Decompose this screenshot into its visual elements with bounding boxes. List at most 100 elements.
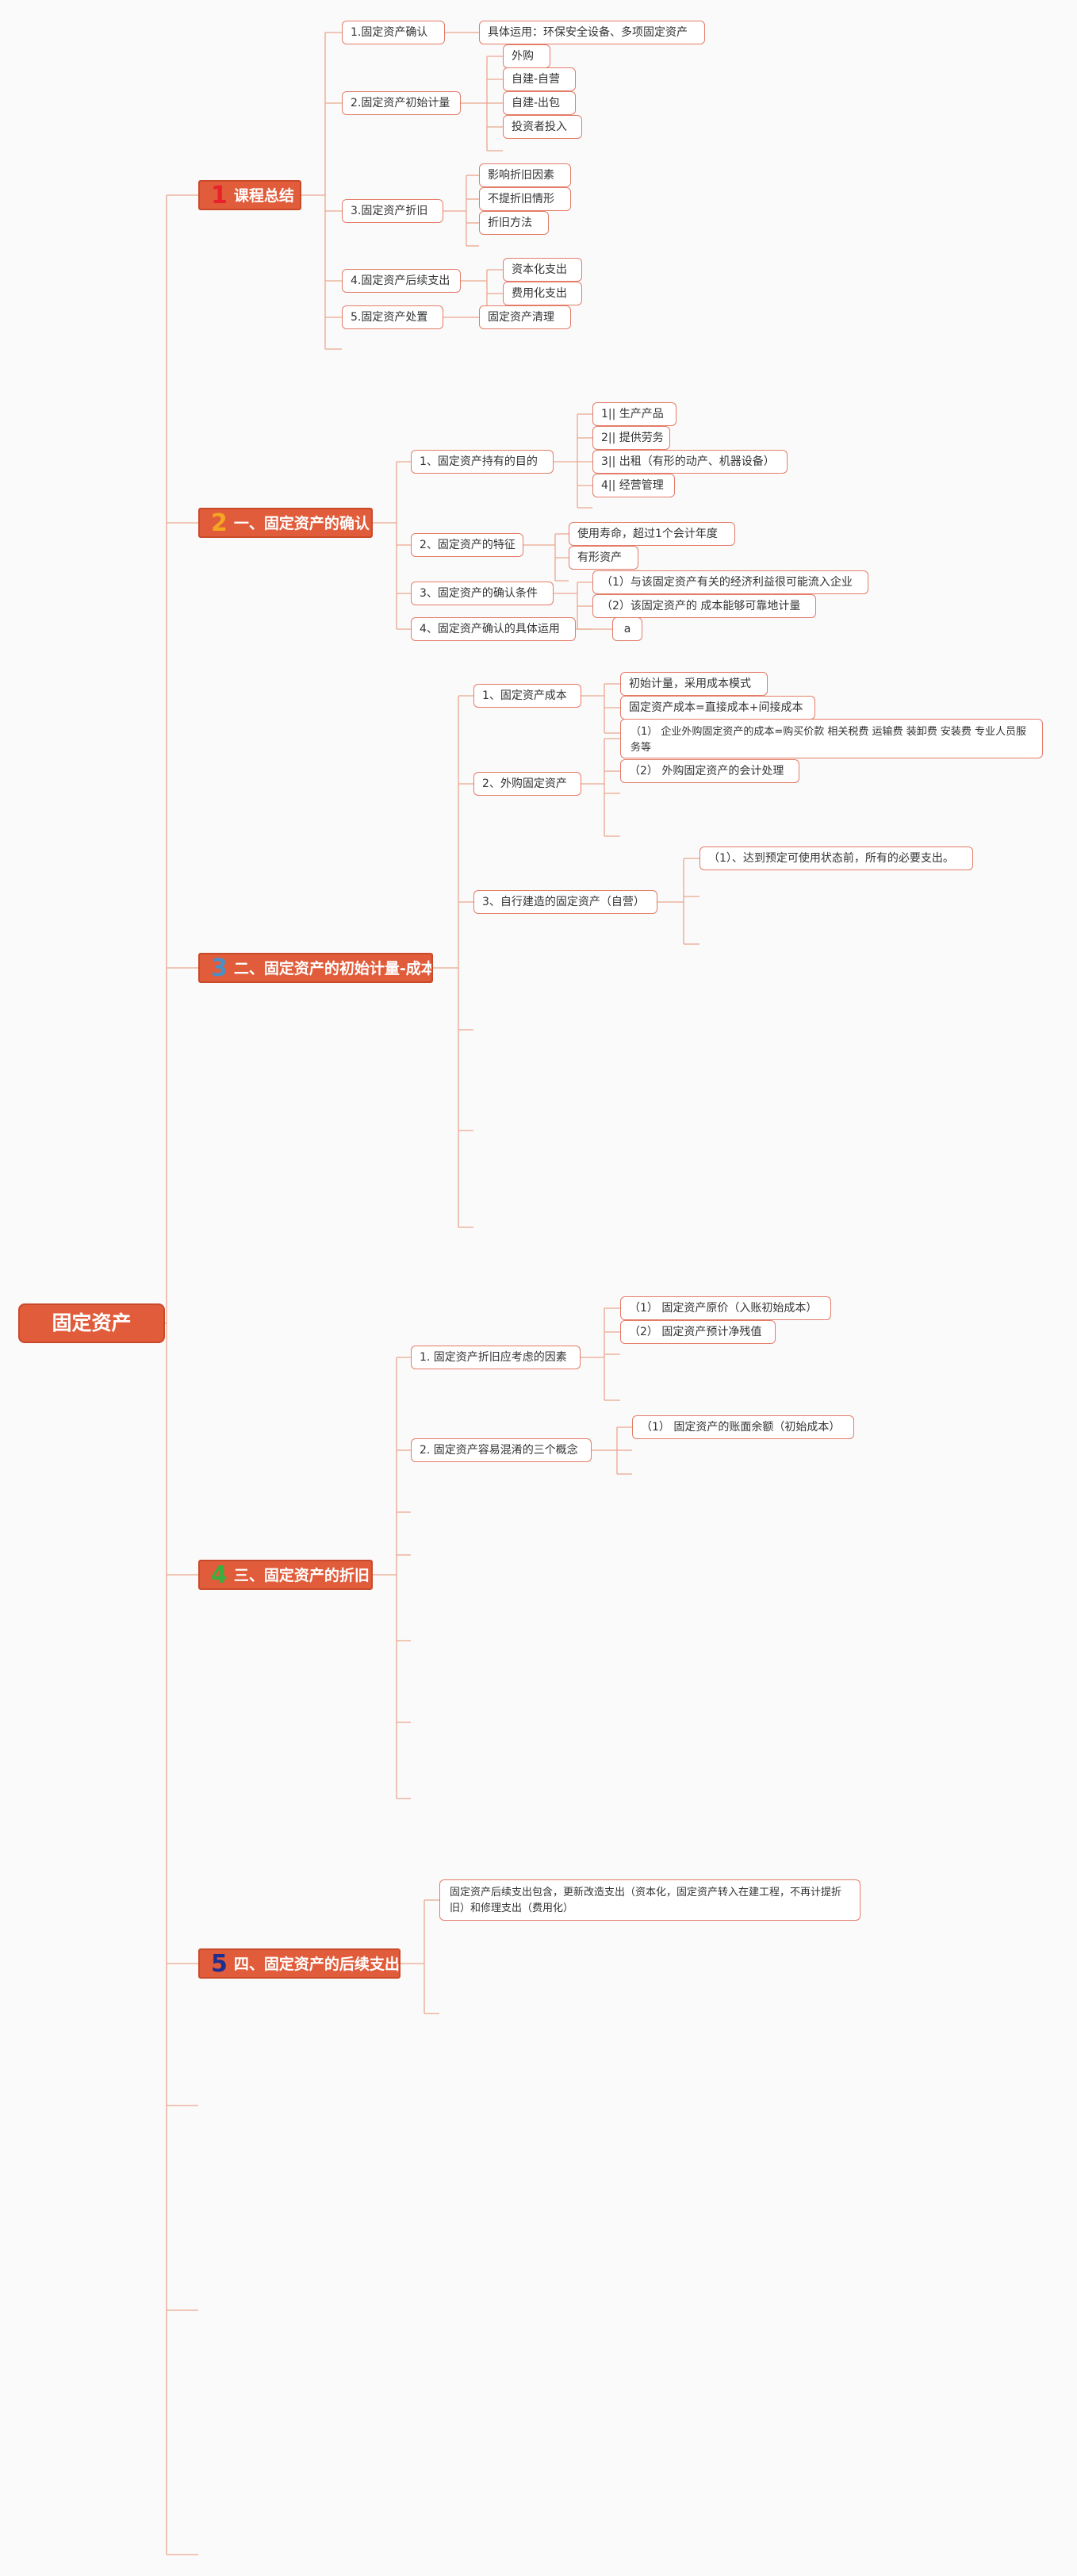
section-1[interactable]: 1 课程总结 (198, 180, 301, 210)
s2-leaf-2-1[interactable]: 使用寿命，超过1个会计年度 (569, 522, 735, 546)
s2-leaf-1-3[interactable]: 3|| 出租（有形的动产、机器设备） (592, 450, 788, 474)
s1-child-2[interactable]: 2.固定资产初始计量 (342, 91, 461, 115)
s4-leaf-1-2-label: （2） 固定资产预计净残值 (629, 1326, 762, 1338)
s1-child-3-label: 3.固定资产折旧 (351, 205, 428, 217)
s3-leaf-2-2[interactable]: （2） 外购固定资产的会计处理 (620, 759, 799, 783)
section-5[interactable]: 5 四、固定资产的后续支出 (198, 1948, 401, 1979)
section-4[interactable]: 4 三、固定资产的折旧 (198, 1560, 373, 1590)
s3-leaf-2-2-label: （2） 外购固定资产的会计处理 (629, 765, 784, 777)
section-2[interactable]: 2 一、固定资产的确认 (198, 508, 373, 538)
section-3-label: 二、固定资产的初始计量-成本 (233, 960, 433, 977)
s3-leaf-1-2[interactable]: 固定资产成本=直接成本+间接成本 (620, 696, 815, 720)
s1-leaf-5-1-label: 固定资产清理 (488, 311, 554, 324)
s1-leaf-2-2-label: 自建-自营 (512, 73, 561, 86)
s1-leaf-4-1[interactable]: 资本化支出 (503, 258, 582, 282)
section-5-label: 四、固定资产的后续支出 (233, 1956, 400, 1973)
s2-leaf-3-1-label: （1）与该固定资产有关的经济利益很可能流入企业 (601, 576, 853, 589)
s3-leaf-1-1[interactable]: 初始计量，采用成本模式 (620, 672, 768, 696)
section-2-label: 一、固定资产的确认 (233, 515, 370, 532)
s4-child-1[interactable]: 1. 固定资产折旧应考虑的因素 (411, 1346, 581, 1369)
root-label: 固定资产 (52, 1311, 132, 1334)
s1-leaf-2-4-label: 投资者投入 (512, 121, 567, 133)
s4-child-2-label: 2. 固定资产容易混淆的三个概念 (420, 1444, 578, 1457)
s1-leaf-4-2[interactable]: 费用化支出 (503, 282, 582, 305)
s3-child-3[interactable]: 3、自行建造的固定资产（自营） (473, 890, 657, 914)
s4-leaf-1-1-label: （1） 固定资产原价（入账初始成本） (629, 1302, 818, 1315)
s3-leaf-3-1[interactable]: （1）、达到预定可使用状态前，所有的必要支出。 (699, 847, 973, 870)
s3-leaf-1-2-label: 固定资产成本=直接成本+间接成本 (629, 701, 803, 714)
s2-child-2-label: 2、固定资产的特征 (420, 539, 516, 551)
s1-leaf-3-1-label: 影响折旧因素 (488, 169, 554, 182)
s2-leaf-1-4[interactable]: 4|| 经营管理 (592, 474, 675, 497)
s2-child-3[interactable]: 3、固定资产的确认条件 (411, 582, 554, 605)
s3-leaf-2-1-label: （1） 企业外购固定资产的成本=购买价款 相关税费 运输费 装卸费 安装费 专业… (630, 726, 1026, 754)
s2-leaf-1-1-label: 1|| 生产产品 (601, 408, 664, 420)
s1-leaf-3-3-label: 折旧方法 (488, 217, 532, 229)
s2-leaf-3-2-label: （2）该固定资产的 成本能够可靠地计量 (601, 600, 801, 612)
section-3[interactable]: 3 二、固定资产的初始计量-成本 (198, 953, 433, 983)
s2-leaf-3-1[interactable]: （1）与该固定资产有关的经济利益很可能流入企业 (592, 570, 868, 594)
s1-leaf-4-2-label: 费用化支出 (512, 287, 567, 300)
s1-leaf-2-1[interactable]: 外购 (503, 44, 550, 68)
s1-leaf-3-3[interactable]: 折旧方法 (479, 211, 549, 235)
s2-leaf-1-2[interactable]: 2|| 提供劳务 (592, 426, 670, 450)
s1-leaf-2-1-label: 外购 (512, 50, 534, 63)
s3-leaf-2-1[interactable]: （1） 企业外购固定资产的成本=购买价款 相关税费 运输费 装卸费 安装费 专业… (620, 719, 1043, 758)
section-4-label: 三、固定资产的折旧 (233, 1567, 370, 1584)
section-2-number: 2 (211, 509, 228, 537)
s3-child-1[interactable]: 1、固定资产成本 (473, 684, 581, 708)
s1-child-5-label: 5.固定资产处置 (351, 311, 428, 324)
s1-leaf-3-1[interactable]: 影响折旧因素 (479, 163, 571, 187)
s1-leaf-3-2[interactable]: 不提折旧情形 (479, 187, 571, 211)
s4-leaf-2-1-label: （1） 固定资产的账面余额（初始成本） (641, 1421, 841, 1434)
s1-leaf-2-3-label: 自建-出包 (512, 97, 561, 109)
s1-child-1-label: 1.固定资产确认 (351, 26, 428, 39)
section-4-number: 4 (211, 1561, 228, 1589)
s4-child-2[interactable]: 2. 固定资产容易混淆的三个概念 (411, 1438, 592, 1462)
s2-leaf-2-2[interactable]: 有形资产 (569, 546, 638, 570)
s2-child-1[interactable]: 1、固定资产持有的目的 (411, 450, 554, 474)
s2-leaf-4-1[interactable]: a (612, 617, 642, 641)
s5-child-1-label: 固定资产后续支出包含，更新改造支出（资本化，固定资产转入在建工程，不再计提折旧）… (450, 1887, 842, 1914)
s1-child-4[interactable]: 4.固定资产后续支出 (342, 269, 461, 293)
s1-child-4-label: 4.固定资产后续支出 (351, 274, 450, 287)
s1-leaf-2-2[interactable]: 自建-自营 (503, 67, 576, 91)
s1-child-5[interactable]: 5.固定资产处置 (342, 305, 443, 329)
s2-child-2[interactable]: 2、固定资产的特征 (411, 533, 523, 557)
s3-child-3-label: 3、自行建造的固定资产（自营） (482, 896, 645, 908)
s1-leaf-1-1[interactable]: 具体运用：环保安全设备、多项固定资产 (479, 21, 705, 44)
s1-child-3[interactable]: 3.固定资产折旧 (342, 199, 443, 223)
s1-leaf-2-4[interactable]: 投资者投入 (503, 115, 582, 139)
s4-child-1-label: 1. 固定资产折旧应考虑的因素 (420, 1351, 567, 1364)
section-1-number: 1 (211, 182, 228, 209)
s1-leaf-3-2-label: 不提折旧情形 (488, 193, 554, 205)
s1-leaf-1-1-label: 具体运用：环保安全设备、多项固定资产 (488, 26, 688, 39)
s4-leaf-2-1[interactable]: （1） 固定资产的账面余额（初始成本） (632, 1415, 854, 1439)
section-5-number: 5 (211, 1950, 228, 1978)
section-3-number: 3 (211, 954, 228, 982)
s3-leaf-3-1-label: （1）、达到预定可使用状态前，所有的必要支出。 (708, 852, 954, 865)
s2-child-4-label: 4、固定资产确认的具体运用 (420, 623, 560, 635)
s2-child-1-label: 1、固定资产持有的目的 (420, 455, 538, 468)
s2-leaf-2-1-label: 使用寿命，超过1个会计年度 (577, 528, 718, 540)
s3-child-1-label: 1、固定资产成本 (482, 689, 567, 702)
s1-leaf-2-3[interactable]: 自建-出包 (503, 91, 576, 115)
s2-leaf-2-2-label: 有形资产 (577, 551, 622, 564)
s2-leaf-1-1[interactable]: 1|| 生产产品 (592, 402, 676, 426)
s1-leaf-5-1[interactable]: 固定资产清理 (479, 305, 571, 329)
s2-leaf-4-1-label: a (623, 623, 631, 635)
section-1-label: 课程总结 (233, 187, 294, 205)
s2-child-4[interactable]: 4、固定资产确认的具体运用 (411, 617, 576, 641)
s2-child-3-label: 3、固定资产的确认条件 (420, 587, 538, 600)
root-node[interactable]: 固定资产 (18, 1303, 165, 1343)
s4-leaf-1-1[interactable]: （1） 固定资产原价（入账初始成本） (620, 1296, 831, 1320)
s3-child-2[interactable]: 2、外购固定资产 (473, 772, 581, 796)
s4-leaf-1-2[interactable]: （2） 固定资产预计净残值 (620, 1320, 776, 1344)
s3-leaf-1-1-label: 初始计量，采用成本模式 (629, 678, 751, 690)
s2-leaf-3-2[interactable]: （2）该固定资产的 成本能够可靠地计量 (592, 594, 816, 618)
s2-leaf-1-2-label: 2|| 提供劳务 (601, 432, 664, 444)
s1-child-1[interactable]: 1.固定资产确认 (342, 21, 445, 44)
s2-leaf-1-3-label: 3|| 出租（有形的动产、机器设备） (601, 455, 775, 468)
s5-child-1[interactable]: 固定资产后续支出包含，更新改造支出（资本化，固定资产转入在建工程，不再计提折旧）… (439, 1879, 860, 1921)
